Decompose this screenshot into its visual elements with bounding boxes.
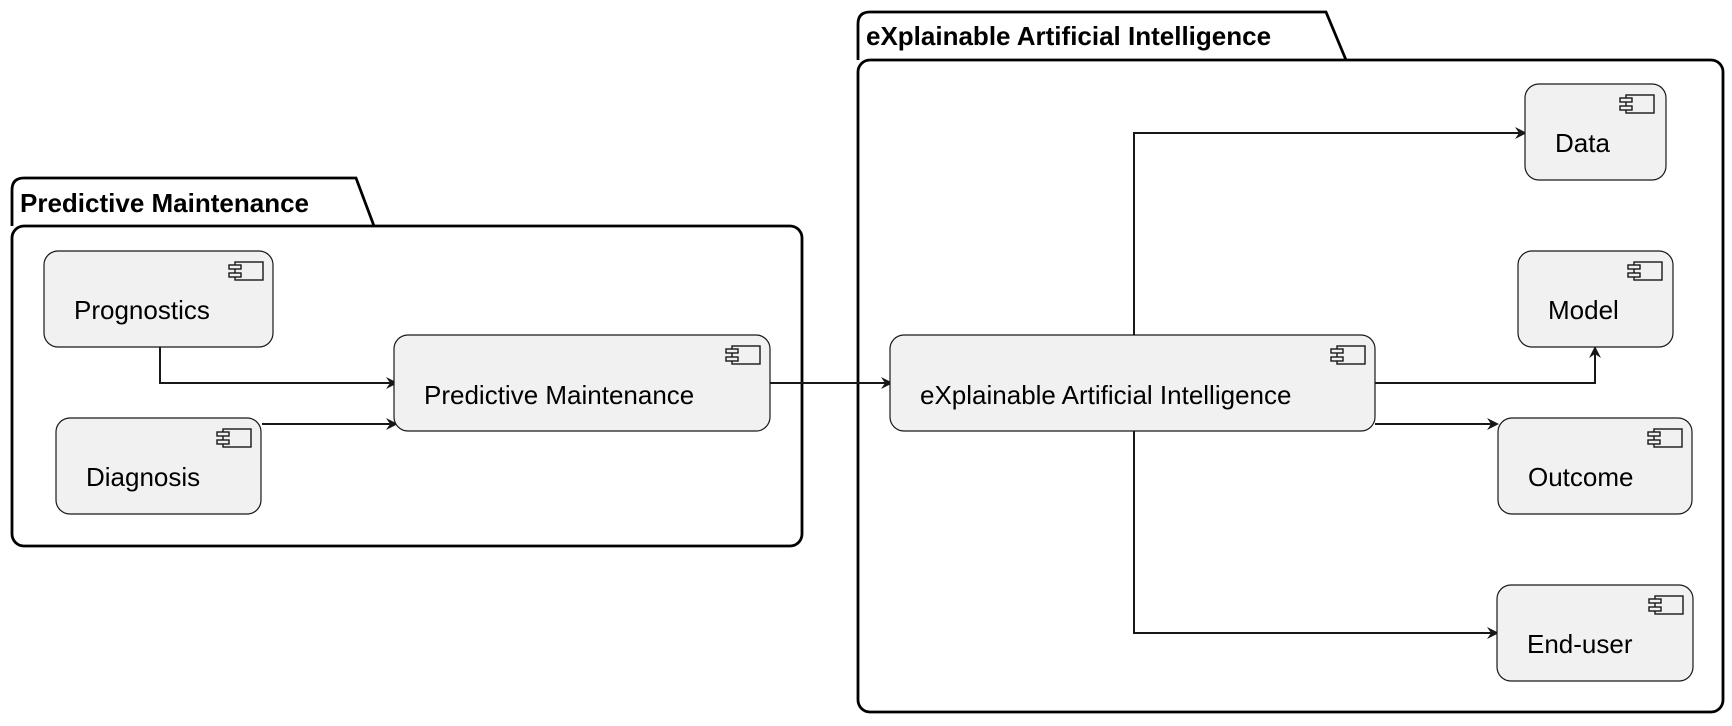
component-label: Outcome (1528, 462, 1634, 492)
package-body (10, 224, 804, 548)
component-label: Data (1555, 128, 1610, 158)
package-tab (10, 176, 376, 227)
relations (159, 127, 1601, 639)
arrow-xai-to-model (1375, 346, 1601, 384)
component-outcome[interactable]: Outcome (1497, 417, 1693, 515)
component-diagnosis[interactable]: Diagnosis (55, 417, 262, 515)
component-xai[interactable]: eXplainable Artificial Intelligence (889, 334, 1376, 432)
component-data[interactable]: Data (1524, 83, 1667, 181)
component-label: Model (1548, 295, 1619, 325)
component-label: End-user (1527, 629, 1633, 659)
arrow-xai-to-enduser (1133, 430, 1499, 639)
arrow-xai-to-data (1133, 127, 1527, 336)
package-title: eXplainable Artificial Intelligence (866, 21, 1271, 51)
package-xai: eXplainable Artificial Intelligence (856, 10, 1725, 714)
component-end-user[interactable]: End-user (1496, 584, 1694, 682)
package-title: Predictive Maintenance (20, 188, 309, 218)
component-predictive-maintenance[interactable]: Predictive Maintenance (393, 334, 771, 432)
package-predictive-maintenance: Predictive Maintenance (10, 176, 804, 548)
component-model[interactable]: Model (1517, 250, 1674, 348)
arrow-prognostics-to-pm (159, 347, 398, 389)
component-prognostics[interactable]: Prognostics (43, 250, 274, 348)
component-label: Prognostics (74, 295, 210, 325)
package-body (856, 58, 1725, 714)
package-tab (856, 10, 1348, 61)
component-label: eXplainable Artificial Intelligence (920, 380, 1291, 410)
component-label: Predictive Maintenance (424, 380, 694, 410)
component-label: Diagnosis (86, 462, 200, 492)
